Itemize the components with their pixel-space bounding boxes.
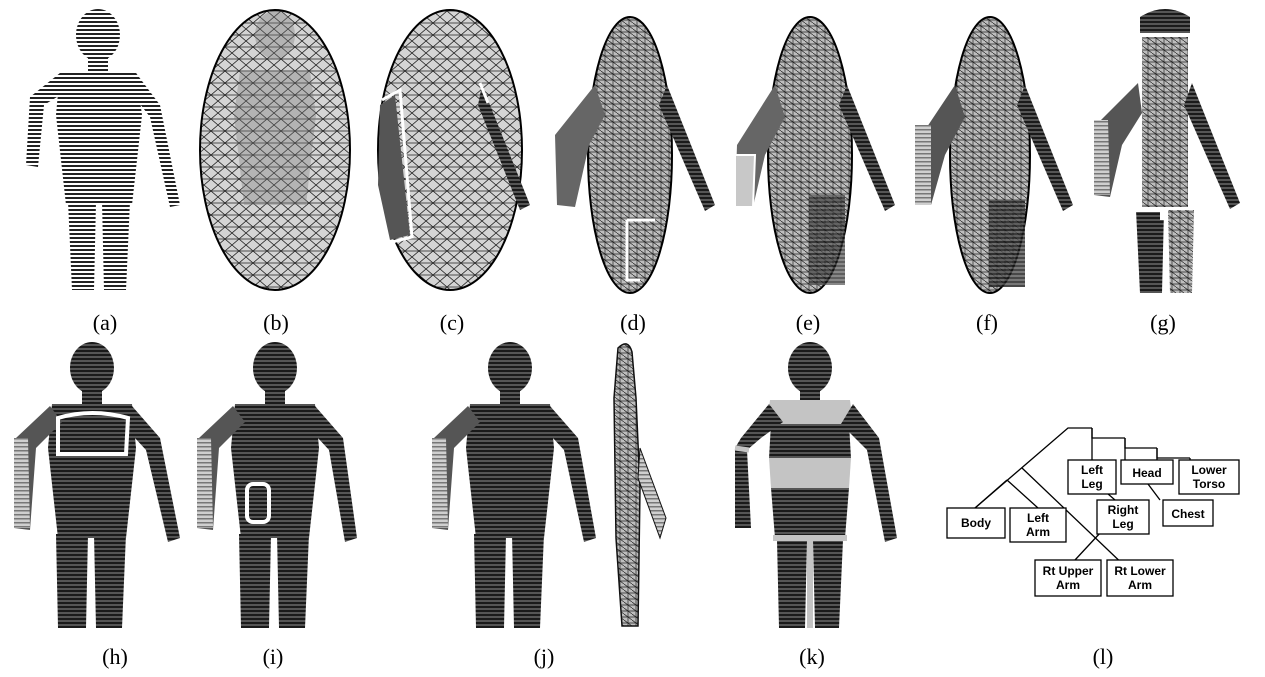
panel-g-fit: [1080, 5, 1260, 295]
caption-d: (d): [593, 310, 673, 336]
panel-c-ellipsoid-split: [370, 5, 550, 295]
panel-h-full-body: [0, 338, 180, 628]
tree-node-chest: Chest: [1163, 500, 1213, 526]
svg-text:Left: Left: [1081, 463, 1103, 477]
svg-text:Arm: Arm: [1128, 578, 1152, 592]
svg-text:Leg: Leg: [1081, 477, 1102, 491]
panel-e-fit: [725, 5, 905, 295]
panel-k-segmented: [725, 338, 925, 628]
svg-text:Left: Left: [1027, 511, 1049, 525]
panel-f-fit: [905, 5, 1085, 295]
panel-d-fit: [545, 5, 725, 295]
caption-j: (j): [504, 644, 584, 670]
svg-text:Chest: Chest: [1171, 507, 1204, 521]
tree-node-left-leg: Left Leg: [1068, 460, 1116, 494]
panel-j-side: [600, 338, 680, 628]
caption-h: (h): [75, 644, 155, 670]
svg-text:Body: Body: [961, 516, 991, 530]
svg-text:Right: Right: [1108, 503, 1139, 517]
svg-text:Head: Head: [1132, 466, 1161, 480]
panel-j-front: [420, 338, 600, 628]
svg-text:Arm: Arm: [1056, 578, 1080, 592]
tree-node-right-leg: Right Leg: [1097, 500, 1149, 534]
caption-l: (l): [1063, 644, 1143, 670]
svg-text:Rt Lower: Rt Lower: [1114, 564, 1166, 578]
caption-k: (k): [772, 644, 852, 670]
svg-text:Lower: Lower: [1191, 463, 1227, 477]
caption-a: (a): [65, 310, 145, 336]
panel-i-full-body: [185, 338, 365, 628]
panel-a-silhouette: [10, 5, 190, 295]
caption-c: (c): [412, 310, 492, 336]
tree-node-left-arm: Left Arm: [1010, 508, 1066, 542]
tree-node-rt-upper-arm: Rt Upper Arm: [1035, 560, 1101, 596]
panel-l-hierarchy-tree: Body Left Arm Rt Upper Arm Rt Lower Arm …: [935, 420, 1265, 610]
caption-i: (i): [233, 644, 313, 670]
caption-b: (b): [236, 310, 316, 336]
svg-text:Torso: Torso: [1193, 477, 1225, 491]
caption-f: (f): [947, 310, 1027, 336]
tree-node-body: Body: [947, 508, 1005, 538]
tree-node-head: Head: [1121, 460, 1173, 484]
caption-e: (e): [768, 310, 848, 336]
svg-text:Arm: Arm: [1026, 525, 1050, 539]
tree-node-lower-torso: Lower Torso: [1179, 460, 1239, 494]
tree-node-rt-lower-arm: Rt Lower Arm: [1107, 560, 1173, 596]
panel-b-ellipsoid: [190, 5, 370, 295]
svg-text:Leg: Leg: [1112, 517, 1133, 531]
caption-g: (g): [1123, 310, 1203, 336]
svg-text:Rt Upper: Rt Upper: [1043, 564, 1094, 578]
